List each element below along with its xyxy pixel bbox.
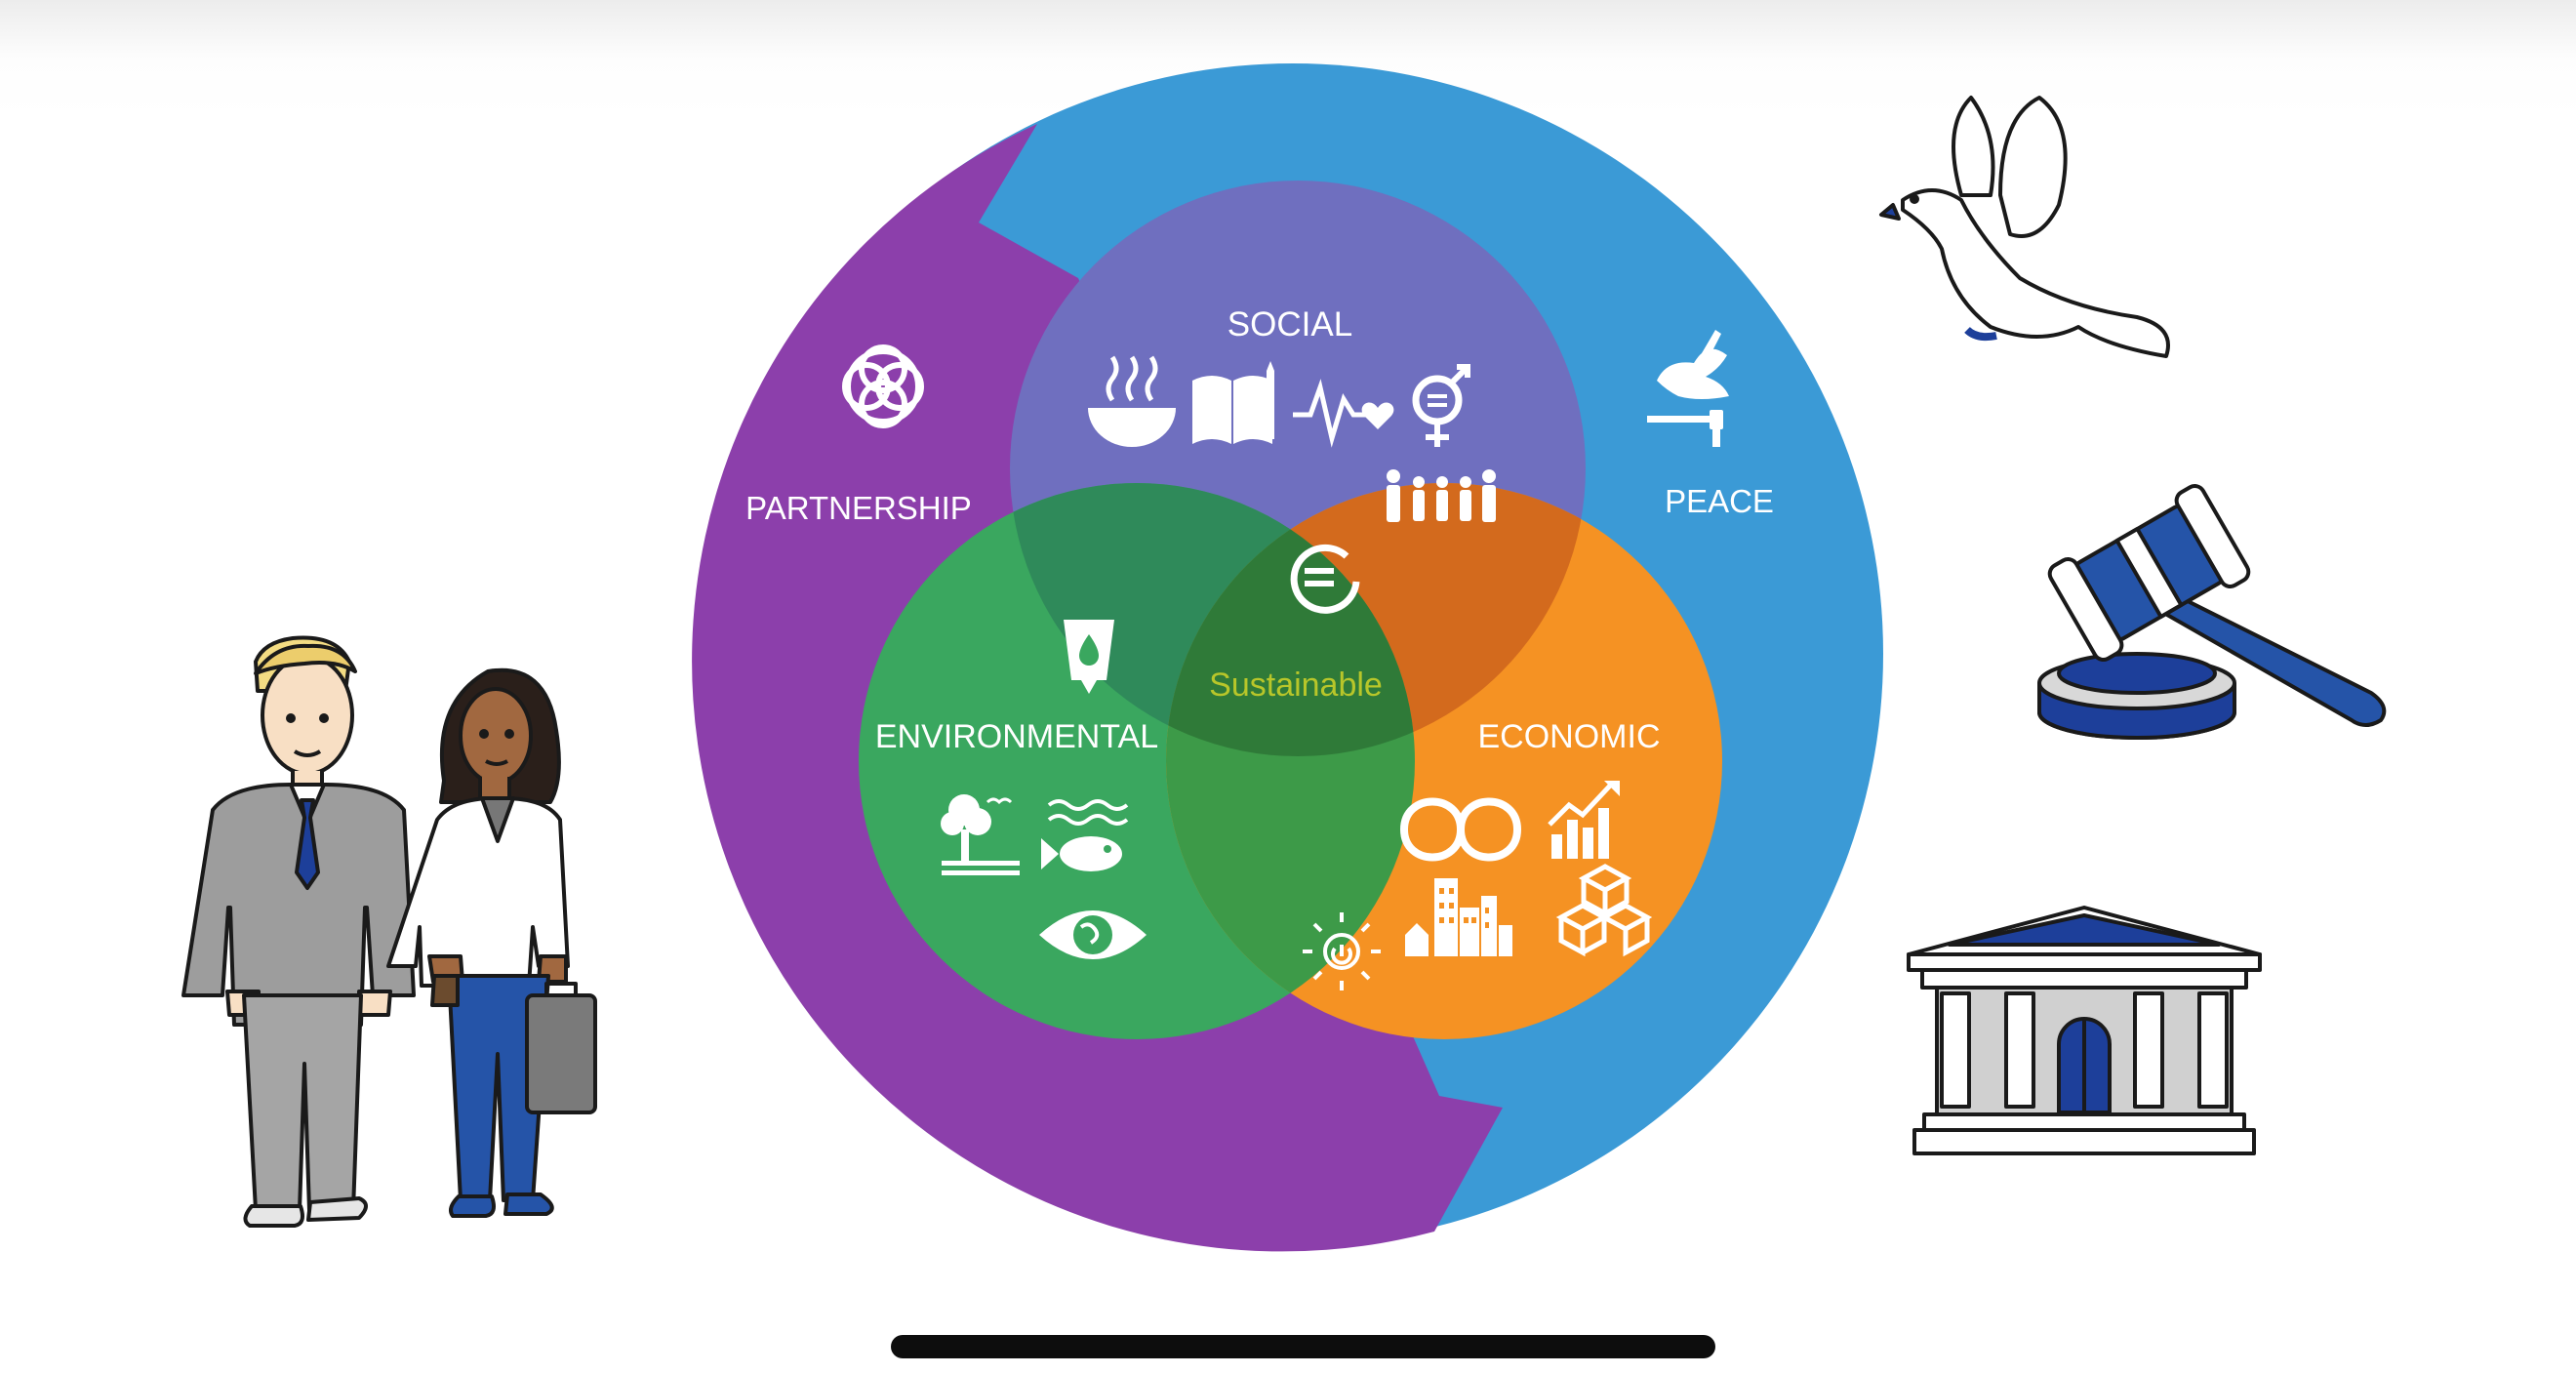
sustainability-diagram: SOCIAL PARTNERSHIP PEACE ENVIRONMENTAL E… (692, 63, 1883, 1252)
business-people-illustration (181, 635, 597, 1228)
city-buildings-icon (1405, 878, 1512, 956)
overlap-center (1166, 483, 1415, 756)
dove-gavel-icon (1647, 330, 1729, 447)
book-pencil-icon (1192, 361, 1274, 444)
social-label: SOCIAL (1228, 305, 1352, 344)
institution-building-illustration (1907, 906, 2262, 1155)
gender-equality-icon (1412, 364, 1470, 447)
center-label: Sustainable (1209, 667, 1383, 704)
dove-illustration (1879, 96, 2170, 358)
peace-label: PEACE (1665, 483, 1774, 519)
cubes-icon (1555, 864, 1653, 957)
tree-bird-icon (941, 794, 1020, 875)
infinity-icon (1399, 797, 1522, 862)
businessman (181, 635, 416, 1228)
businesswoman (386, 667, 597, 1218)
food-bowl-icon (1088, 355, 1176, 447)
heartbeat-icon (1293, 379, 1394, 448)
economic-label: ECONOMIC (1478, 718, 1661, 755)
growth-chart-icon (1548, 781, 1620, 859)
gavel-illustration (2037, 484, 2387, 740)
flower-rings-icon (842, 344, 924, 428)
water-drop-glass-icon (1064, 620, 1114, 694)
partnership-label: PARTNERSHIP (745, 490, 972, 526)
family-icon (1387, 469, 1496, 522)
fish-waves-icon (1041, 799, 1129, 871)
sun-power-icon (1303, 912, 1381, 990)
eye-globe-icon (1039, 910, 1147, 959)
home-indicator[interactable] (891, 1335, 1715, 1358)
environmental-label: ENVIRONMENTAL (875, 718, 1158, 755)
equality-circle-icon (1290, 544, 1360, 614)
